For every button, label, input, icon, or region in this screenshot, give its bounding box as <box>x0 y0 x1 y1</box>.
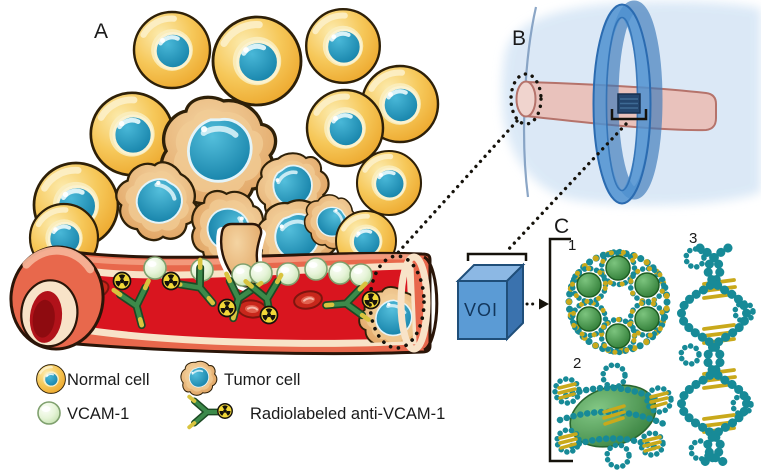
rod-end-cap <box>515 80 537 118</box>
panel-a-label: A <box>94 20 108 43</box>
voi-arrow <box>525 298 549 310</box>
legend-label-antibody: Radiolabeled anti-VCAM-1 <box>250 405 445 423</box>
voi-bracket <box>466 252 528 261</box>
radiation-icon <box>219 300 236 317</box>
legend-item-antibody: Radiolabeled anti-VCAM-1 <box>189 397 445 428</box>
radiation-icon <box>114 273 131 290</box>
vcam1-molecule <box>143 256 167 280</box>
structure-ring: 1 <box>565 237 671 356</box>
vcam1-molecule <box>304 257 328 281</box>
vcam1-molecule <box>349 263 373 287</box>
nucleosome <box>569 299 609 339</box>
nucleosome <box>598 316 638 356</box>
panel-c-molecules: C VOI <box>455 215 756 470</box>
normal-cell <box>213 17 301 105</box>
structure-3-number: 3 <box>689 230 697 247</box>
vessel-open-end <box>9 245 105 351</box>
legend-label-normal-cell: Normal cell <box>67 371 150 389</box>
nucleosome <box>627 299 667 339</box>
legend: Normal cell Tumor cell VCAM-1 Radiolabel… <box>35 357 445 428</box>
vcam1-molecule <box>328 261 352 285</box>
vcam1-molecule <box>249 261 273 285</box>
normal-cell <box>306 9 380 83</box>
tumor-cell-icon <box>177 357 221 399</box>
normal-cell <box>307 90 383 166</box>
structure-1-number: 1 <box>568 237 576 254</box>
detector-element <box>617 93 641 114</box>
voi-cube: VOI <box>455 262 526 342</box>
voi-source-dotted-circle <box>509 72 543 126</box>
structure-2-number: 2 <box>573 355 581 372</box>
radiation-icon <box>261 307 278 324</box>
legend-item-normal-cell: Normal cell <box>35 363 150 395</box>
structure-ellipsoid: 2 <box>552 355 674 470</box>
connector-lines <box>392 119 628 259</box>
vcam1-icon <box>37 401 61 425</box>
vessel-roi-dotted-ellipse <box>368 254 426 350</box>
structure-fiber: 3 <box>677 230 756 467</box>
legend-label-vcam1: VCAM-1 <box>67 405 129 423</box>
vessel-right-rim <box>397 253 439 353</box>
nucleosome <box>598 248 638 288</box>
legend-item-vcam1: VCAM-1 <box>37 401 129 425</box>
normal-cell <box>134 12 210 88</box>
radiolabeled-antibody-icon <box>189 397 232 428</box>
panel-b-scanner: B <box>501 0 761 206</box>
connector-line-detector-to-voi <box>504 122 628 254</box>
nucleosome <box>569 265 609 305</box>
detector-bracket <box>610 109 648 121</box>
panel-c-bracket <box>548 237 573 463</box>
voi-label: VOI <box>464 300 498 320</box>
detector-ring <box>592 0 663 205</box>
panel-b-label: B <box>512 27 526 50</box>
panel-c-label: C <box>554 215 569 238</box>
normal-cell <box>357 151 421 215</box>
legend-item-tumor-cell: Tumor cell <box>177 357 300 399</box>
normal-cell-icon <box>35 363 67 395</box>
panel-a-tissue: A <box>9 9 439 356</box>
legend-label-tumor-cell: Tumor cell <box>224 371 300 389</box>
radiation-icon <box>163 273 180 290</box>
